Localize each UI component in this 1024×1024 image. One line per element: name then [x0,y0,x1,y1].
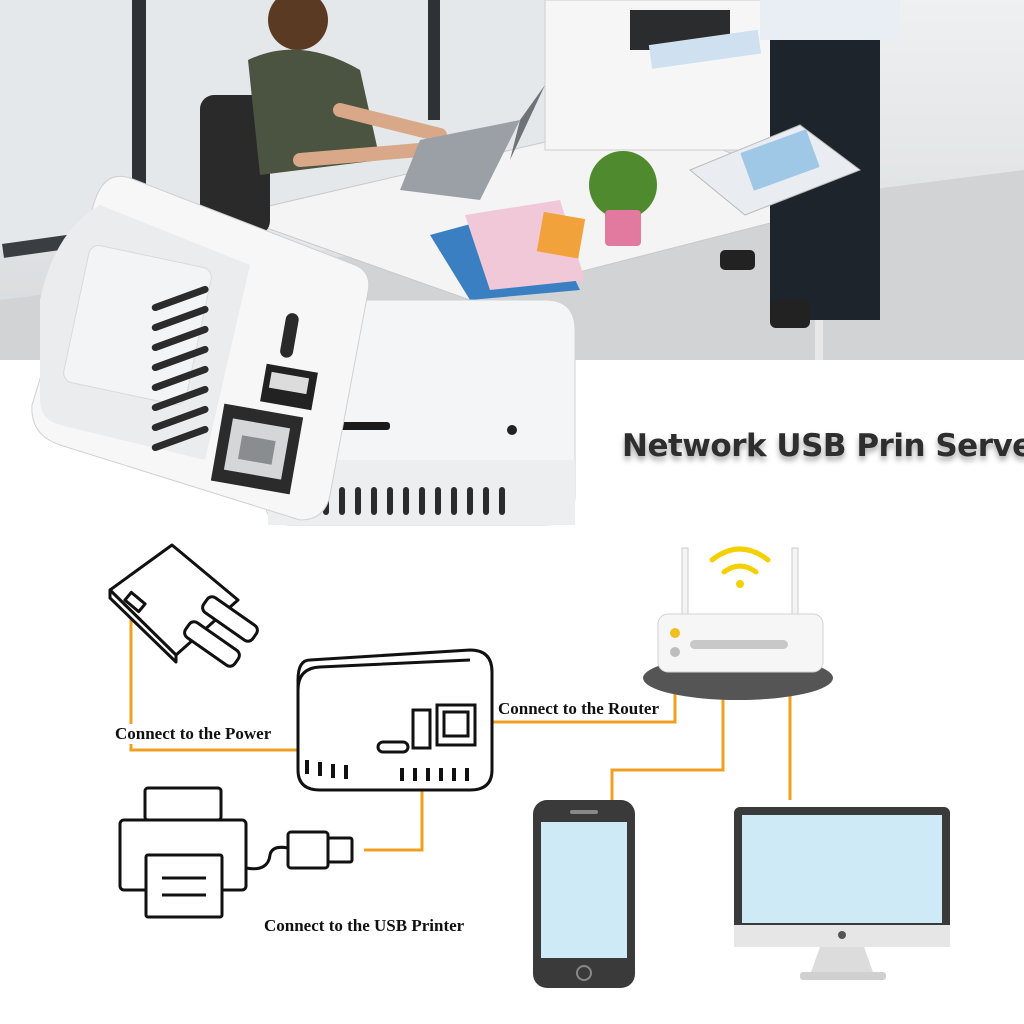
power-connection-label: Connect to the Power [113,724,274,744]
usb-printer-connection-label: Connect to the USB Printer [262,916,467,936]
router-icon [643,547,833,700]
power-adapter-icon [108,543,259,668]
print-server-icon [296,648,494,792]
power-wire [129,615,375,752]
print-server-product-photo [31,175,576,526]
page-title: Network USB Prin Server [622,428,1024,464]
wifi-icon [709,546,771,588]
usb-printer-icon [118,786,289,919]
smartphone-icon [533,800,635,988]
usb-plug-icon [286,830,354,870]
router-connection-label: Connect to the Router [496,699,661,719]
desktop-monitor-icon [734,807,950,980]
phone-wire [610,675,725,800]
